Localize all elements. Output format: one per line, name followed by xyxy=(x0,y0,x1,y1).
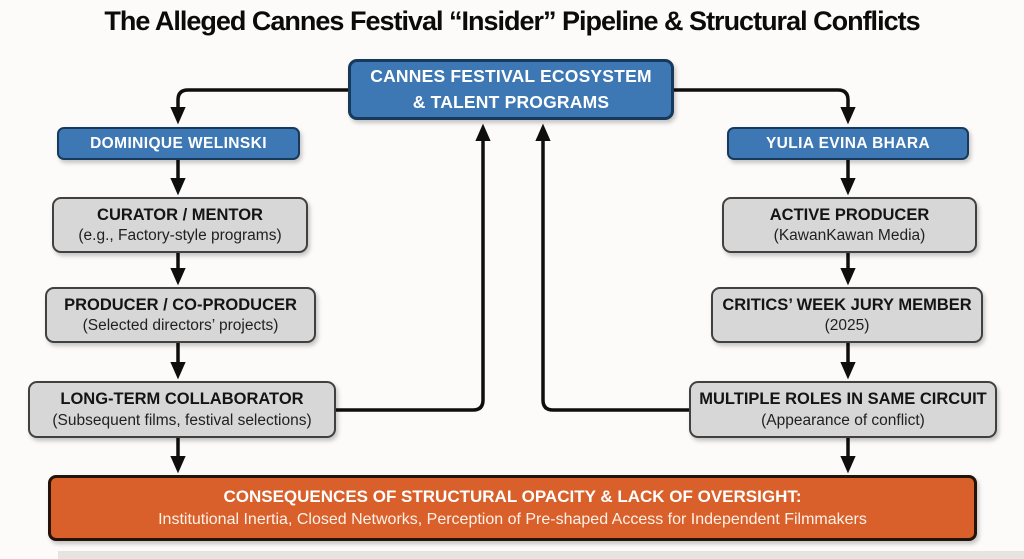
node-critics-week-jury-member-subtitle: (2025) xyxy=(824,317,870,335)
node-multiple-roles-in-same-circuit: MULTIPLE ROLES IN SAME CIRCUIT (Appearan… xyxy=(689,381,997,438)
node-consequences-title: CONSEQUENCES OF STRUCTURAL OPACITY & LAC… xyxy=(223,487,802,507)
node-dominique-welinski: DOMINIQUE WELINSKI xyxy=(57,127,300,160)
node-dominique-welinski-label: DOMINIQUE WELINSKI xyxy=(90,134,267,152)
node-long-term-collaborator-title: LONG-TERM COLLABORATOR xyxy=(60,390,304,409)
node-producer-co-producer-title: PRODUCER / CO-PRODUCER xyxy=(64,295,297,314)
node-yulia-evina-bhara: YULIA EVINA BHARA xyxy=(727,127,969,160)
node-long-term-collaborator: LONG-TERM COLLABORATOR (Subsequent films… xyxy=(28,381,336,438)
arrow-ecosystem-to-welinski xyxy=(170,88,352,125)
arrow-feedback-collaborator-to-ecosystem xyxy=(336,123,491,412)
node-curator-mentor-title: CURATOR / MENTOR xyxy=(97,205,263,224)
node-active-producer-title: ACTIVE PRODUCER xyxy=(769,205,930,224)
bottom-edge-strip xyxy=(58,551,1024,559)
node-consequences-subtitle: Institutional Inertia, Closed Networks, … xyxy=(158,510,867,528)
node-multiple-roles-title: MULTIPLE ROLES IN SAME CIRCUIT xyxy=(699,390,987,409)
node-consequences: CONSEQUENCES OF STRUCTURAL OPACITY & LAC… xyxy=(48,475,977,541)
node-curator-mentor: CURATOR / MENTOR (e.g., Factory-style pr… xyxy=(52,197,308,253)
node-cannes-ecosystem-label: CANNES FESTIVAL ECOSYSTEM & TALENT PROGR… xyxy=(370,66,652,112)
node-producer-co-producer: PRODUCER / CO-PRODUCER (Selected directo… xyxy=(45,287,316,343)
node-critics-week-jury-member-title: CRITICS’ WEEK JURY MEMBER xyxy=(722,295,972,314)
node-multiple-roles-subtitle: (Appearance of conflict) xyxy=(761,411,925,429)
page-title: The Alleged Cannes Festival “Insider” Pi… xyxy=(104,6,920,36)
arrow-feedback-multiple-roles-to-ecosystem xyxy=(535,123,689,412)
node-long-term-collaborator-subtitle: (Subsequent films, festival selections) xyxy=(52,411,312,429)
node-active-producer-subtitle: (KawanKawan Media) xyxy=(773,227,926,245)
node-cannes-ecosystem: CANNES FESTIVAL ECOSYSTEM & TALENT PROGR… xyxy=(348,59,674,120)
node-producer-co-producer-subtitle: (Selected directors’ projects) xyxy=(82,317,279,335)
node-yulia-evina-bhara-label: YULIA EVINA BHARA xyxy=(765,134,931,152)
node-active-producer: ACTIVE PRODUCER (KawanKawan Media) xyxy=(722,197,977,253)
node-critics-week-jury-member: CRITICS’ WEEK JURY MEMBER (2025) xyxy=(711,287,983,343)
node-curator-mentor-subtitle: (e.g., Factory-style programs) xyxy=(78,227,282,245)
arrow-ecosystem-to-bhara xyxy=(670,88,856,125)
